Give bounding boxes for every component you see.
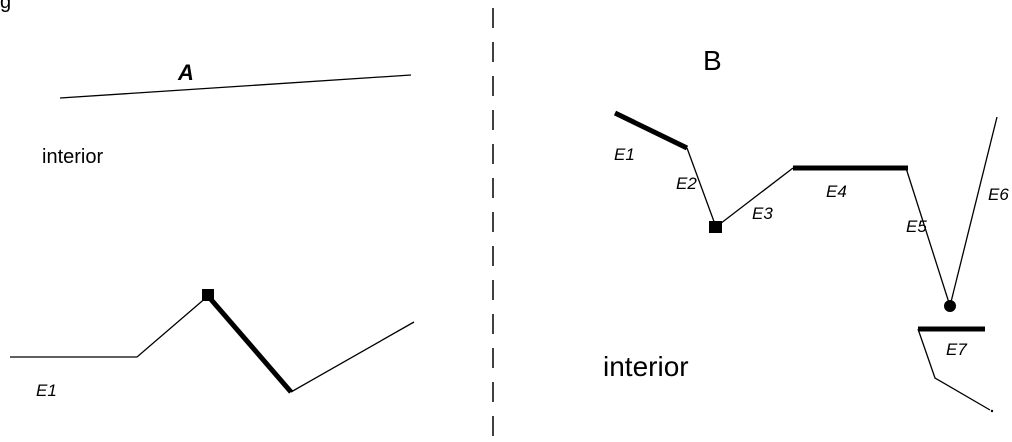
- panel-a-lower-chain: [10, 295, 209, 358]
- panel-b-edge-label-e1: E1: [614, 145, 635, 164]
- panel-b-edge-e5: [905, 167, 951, 307]
- panel-a-top-edge: [59, 74, 412, 99]
- panel-b-round-vertex: [944, 300, 956, 312]
- panel-a-square-vertex: [202, 289, 214, 301]
- panel-b-edge-e1: [613, 110, 689, 151]
- panel-a-thick-edge: [206, 294, 293, 394]
- panel-b-square-vertex: [709, 221, 722, 233]
- corner-label: g: [0, 0, 11, 13]
- panel-b-edge-label-e6: E6: [988, 185, 1009, 204]
- panel-b: B E1 E2 E3 E4 E5 E6 E7 interior: [603, 45, 1009, 413]
- panel-a: A interior E1: [10, 60, 415, 400]
- panel-b-title: B: [703, 45, 722, 76]
- panel-a-title: A: [177, 60, 194, 85]
- panel-b-end-dot: [990, 409, 994, 413]
- panel-b-edge-label-e5: E5: [906, 217, 927, 236]
- panel-b-interior-label: interior: [603, 351, 689, 382]
- panel-a-edge-label-e1: E1: [36, 381, 57, 400]
- panel-b-edge-e2: [686, 147, 717, 228]
- panel-a-interior-label: interior: [42, 146, 103, 168]
- panel-b-edge-label-e7: E7: [946, 340, 967, 359]
- panel-b-edge-label-e4: E4: [826, 182, 847, 201]
- panel-a-right-edge: [290, 321, 415, 393]
- panel-b-edge-label-e3: E3: [752, 204, 773, 223]
- panel-b-edge-label-e2: E2: [676, 174, 697, 193]
- panel-b-lower-chain: [917, 328, 991, 411]
- panel-b-edge-e3: [715, 167, 794, 228]
- panel-b-edge-e6: [949, 116, 998, 307]
